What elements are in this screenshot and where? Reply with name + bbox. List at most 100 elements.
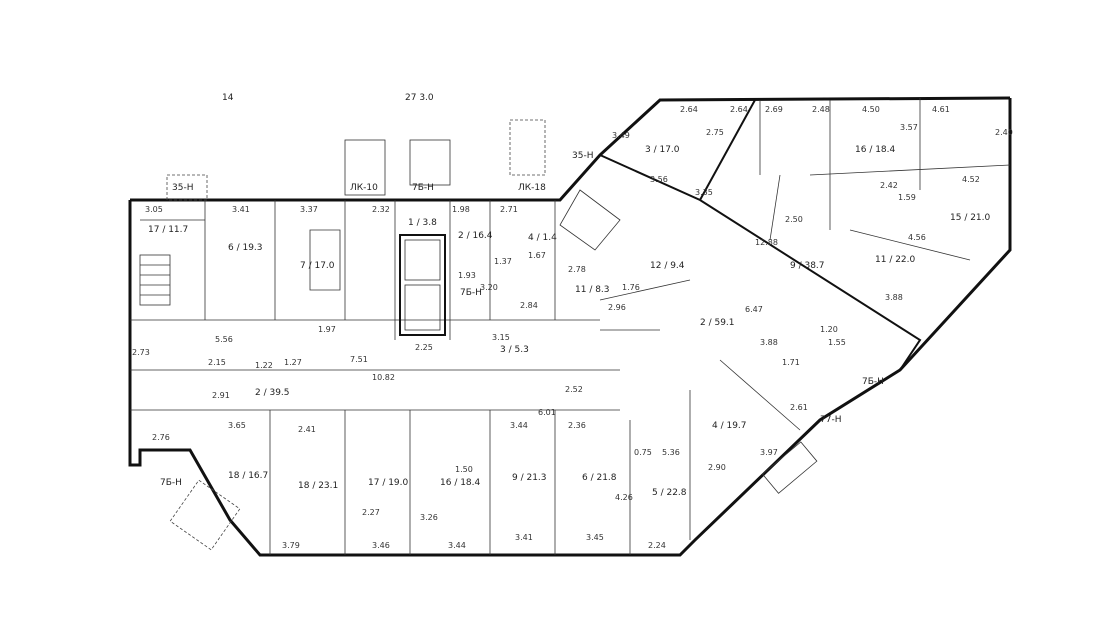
stair-shafts — [139, 189, 621, 336]
dimension-label: 2.32 — [372, 205, 390, 214]
dimension-label: 2.42 — [880, 181, 898, 190]
dimension-label: 3.45 — [586, 533, 604, 542]
corridor-marks: 35-Н ЛК-10 7Б-Н ЛК-18 35-Н 7Б-Н 7Б-Н 77-… — [160, 151, 884, 488]
room-label: 6 / 19.3 — [228, 243, 263, 253]
corridor-mark: 7Б-Н — [412, 183, 434, 193]
dimension-label: 3.35 — [695, 188, 713, 197]
dimension-labels: 3.05 3.41 3.37 2.32 1.98 2.71 2.64 3.49 … — [132, 105, 1013, 550]
dimension-label: 2.36 — [568, 421, 586, 430]
dimension-label: 1.67 — [528, 251, 546, 260]
dimension-label: 1.22 — [255, 361, 273, 370]
dimension-label: 2.24 — [648, 541, 666, 550]
dimension-label: 3.26 — [420, 513, 438, 522]
dimension-label: 3.37 — [300, 205, 318, 214]
top-note-2: 27 3.0 — [405, 93, 434, 103]
room-label: 3 / 17.0 — [645, 145, 680, 155]
dimension-label: 3.20 — [480, 283, 498, 292]
dimension-label: 2.76 — [152, 433, 170, 442]
dimension-label: 4.61 — [932, 105, 950, 114]
dimension-label: 6.47 — [745, 305, 763, 314]
dimension-label: 1.76 — [622, 283, 640, 292]
entrance-structures — [166, 119, 818, 551]
dimension-label: 3.88 — [885, 293, 903, 302]
room-label: 2 / 39.5 — [255, 388, 290, 398]
dimension-label: 10.82 — [372, 373, 395, 382]
dimension-label: 2.27 — [362, 508, 380, 517]
room-label: 4 / 1.4 — [528, 233, 557, 243]
corridor-mark: 7Б-Н — [160, 478, 182, 488]
dimension-label: 2.91 — [212, 391, 230, 400]
corridor-mark: 7Б-Н — [862, 377, 884, 387]
dimension-label: 7.51 — [350, 355, 368, 364]
dimension-label: 12.88 — [755, 238, 778, 247]
dimension-label: 2.64 — [730, 105, 748, 114]
room-label: 15 / 21.0 — [950, 213, 991, 223]
room-label: 6 / 21.8 — [582, 473, 617, 483]
room-label: 4 / 19.7 — [712, 421, 747, 431]
room-label: 16 / 18.4 — [855, 145, 896, 155]
room-label: 7 / 17.0 — [300, 261, 335, 271]
dimension-label: 4.56 — [908, 233, 926, 242]
dimension-label: 3.44 — [448, 541, 466, 550]
dimension-label: 3.41 — [515, 533, 533, 542]
room-label: 9 / 21.3 — [512, 473, 547, 483]
dimension-label: 1.97 — [318, 325, 336, 334]
room-labels: 2 / 39.5 6 / 19.3 7 / 17.0 1 / 3.8 2 / 1… — [148, 145, 991, 498]
corridor-mark: ЛК-10 — [350, 183, 378, 193]
outer-walls — [128, 96, 1012, 557]
room-label: 3 / 5.3 — [500, 345, 529, 355]
dimension-label: 2.52 — [565, 385, 583, 394]
dimension-label: 2.50 — [785, 215, 803, 224]
room-label: 2 / 16.4 — [458, 231, 493, 241]
room-label: 12 / 9.4 — [650, 261, 685, 271]
dimension-label: 4.26 — [615, 493, 633, 502]
dimension-label: 3.88 — [760, 338, 778, 347]
dimension-label: 6.01 — [538, 408, 556, 417]
dimension-label: 2.40 — [995, 128, 1013, 137]
dimension-label: 3.56 — [650, 175, 668, 184]
dimension-label: 3.65 — [228, 421, 246, 430]
corridor-mark: ЛК-18 — [518, 183, 546, 193]
dimension-label: 3.44 — [510, 421, 528, 430]
dimension-label: 1.93 — [458, 271, 476, 280]
dimension-label: 1.55 — [828, 338, 846, 347]
dimension-label: 2.64 — [680, 105, 698, 114]
room-label: 1 / 3.8 — [408, 218, 437, 228]
dimension-label: 1.59 — [898, 193, 916, 202]
room-label: 9 / 38.7 — [790, 261, 825, 271]
dimension-label: 3.41 — [232, 205, 250, 214]
corridor-mark: 77-Н — [820, 415, 841, 425]
dimension-label: 3.97 — [760, 448, 778, 457]
room-label: 5 / 22.8 — [652, 488, 687, 498]
dimension-label: 0.75 — [634, 448, 652, 457]
dimension-label: 2.69 — [765, 105, 783, 114]
dimension-label: 3.49 — [612, 131, 630, 140]
dimension-label: 2.25 — [415, 343, 433, 352]
dimension-label: 4.52 — [962, 175, 980, 184]
dimension-label: 1.37 — [494, 257, 512, 266]
dimension-label: 2.15 — [208, 358, 226, 367]
dimension-label: 3.15 — [492, 333, 510, 342]
room-label: 18 / 16.7 — [228, 471, 268, 481]
dimension-label: 2.41 — [298, 425, 316, 434]
dimension-label: 3.57 — [900, 123, 918, 132]
dimension-label: 2.96 — [608, 303, 626, 312]
interior-walls — [130, 98, 1011, 555]
dimension-label: 2.73 — [132, 348, 150, 357]
room-label: 18 / 23.1 — [298, 481, 338, 491]
corridor-mark: 35-Н — [572, 151, 593, 161]
room-label: 17 / 11.7 — [148, 225, 188, 235]
top-note-1: 14 — [222, 93, 234, 103]
dimension-label: 1.20 — [820, 325, 838, 334]
room-label: 2 / 59.1 — [700, 318, 735, 328]
dimension-label: 2.84 — [520, 301, 538, 310]
dimension-label: 2.61 — [790, 403, 808, 412]
dimension-label: 3.46 — [372, 541, 390, 550]
room-label: 17 / 19.0 — [368, 478, 409, 488]
dimension-label: 1.27 — [284, 358, 302, 367]
dimension-label: 1.98 — [452, 205, 470, 214]
dimension-label: 2.48 — [812, 105, 830, 114]
dimension-label: 1.71 — [782, 358, 800, 367]
